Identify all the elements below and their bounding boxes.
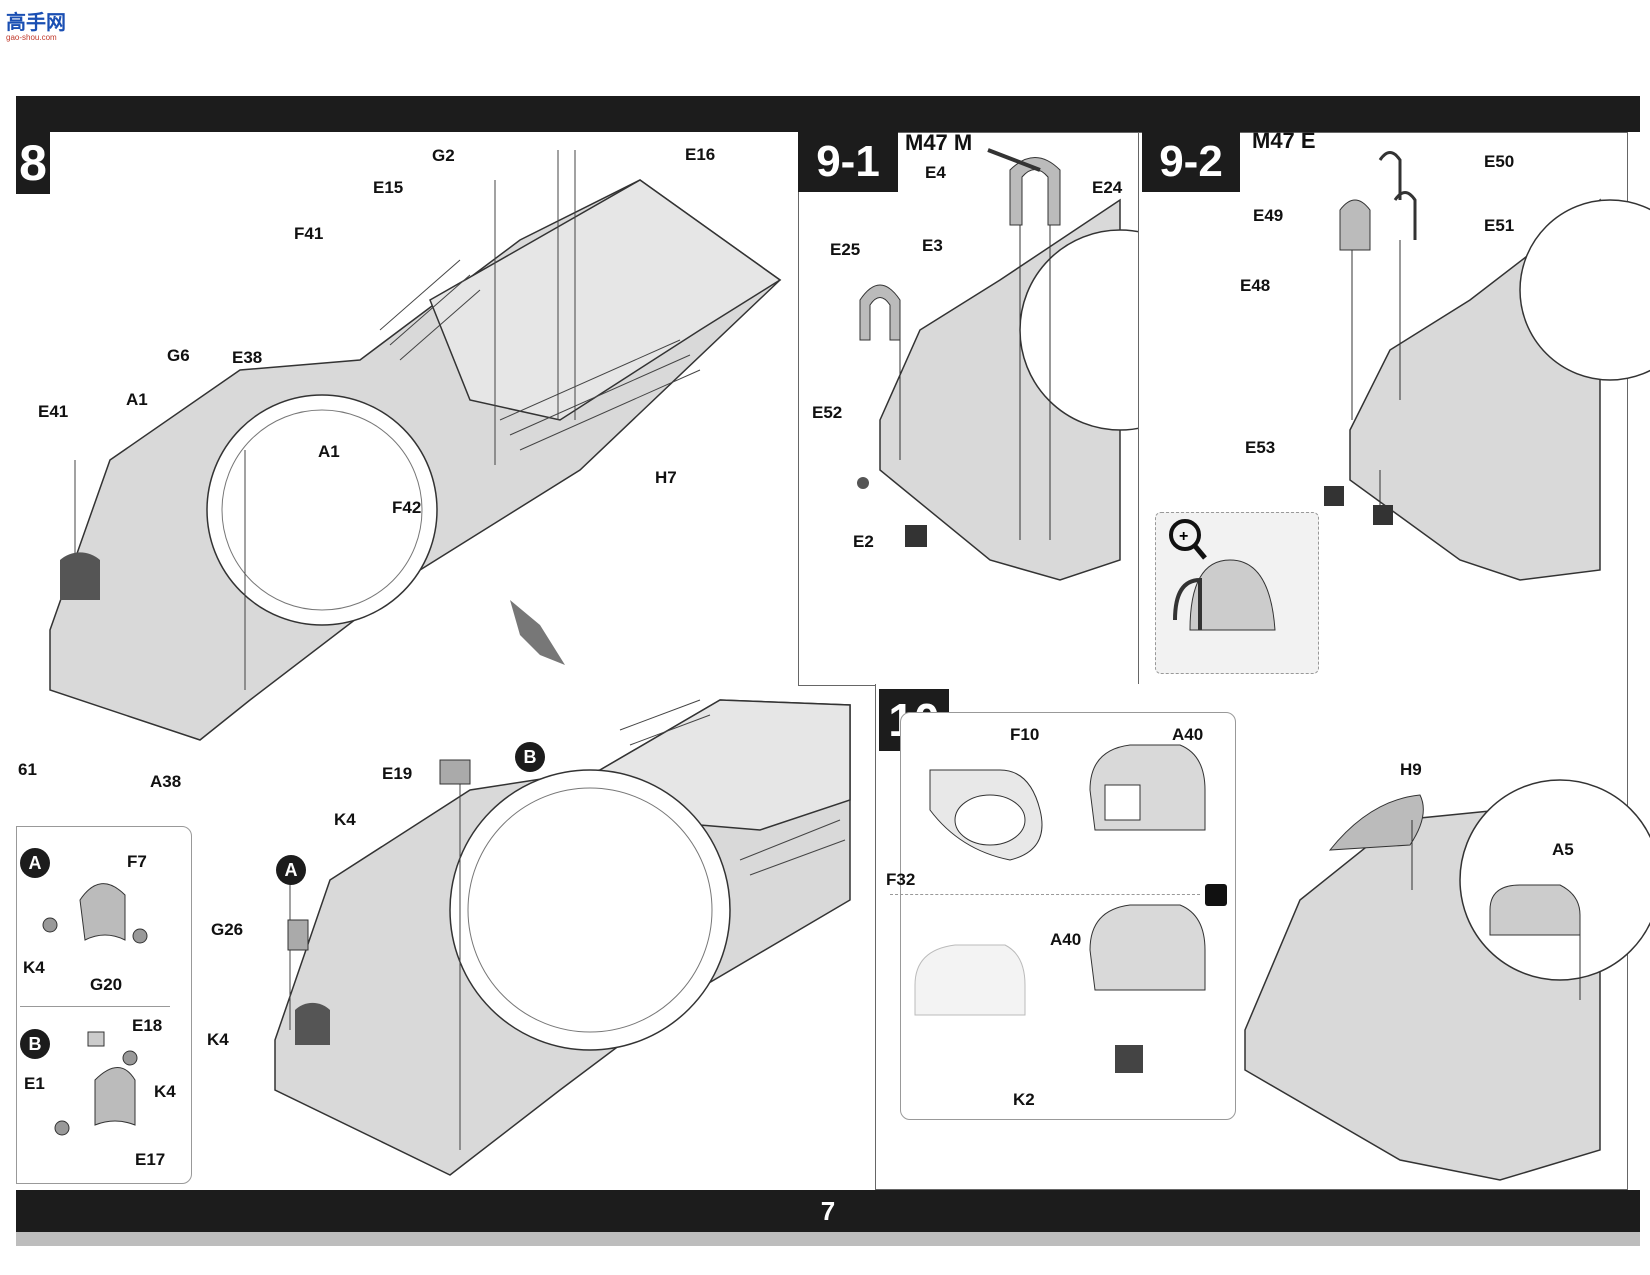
part-label: K2: [1013, 1090, 1035, 1109]
step-8-number: 8: [19, 135, 47, 191]
step-9-2-model: M47 E: [1252, 128, 1316, 153]
part-label: E38: [232, 348, 263, 367]
part-label: E25: [830, 240, 861, 259]
part-label: G6: [167, 346, 190, 365]
part-label: E19: [382, 764, 413, 783]
callout-a-badge: A: [276, 855, 306, 885]
step-9-1-number: 9-1: [816, 137, 880, 186]
part-label: G20: [90, 975, 123, 994]
callout-b-badge: B: [515, 742, 545, 772]
bottom-bar: 7: [16, 1190, 1640, 1232]
part-label: A1: [126, 390, 148, 409]
step-10-toggle-icon: [1205, 884, 1227, 906]
page-number: 7: [820, 1195, 836, 1226]
step-9-2-number: 9-2: [1159, 137, 1223, 186]
step-9-1-badge: 9-1: [798, 132, 898, 192]
part-label: E48: [1240, 276, 1271, 295]
part-label: E49: [1253, 206, 1284, 225]
bottom-shadow: [16, 1232, 1640, 1246]
part-label: K4: [23, 958, 45, 977]
detail-a-badge: A: [20, 848, 50, 878]
part-label: H7: [655, 468, 677, 487]
part-label: A40: [1050, 930, 1082, 949]
part-label: E15: [373, 178, 404, 197]
part-label: G2: [432, 146, 455, 165]
part-label: K4: [207, 1030, 229, 1049]
part-label: F42: [392, 498, 422, 517]
part-label: H9: [1400, 760, 1422, 779]
part-label: E24: [1092, 178, 1123, 197]
part-label: E4: [925, 163, 946, 182]
part-label: E51: [1484, 216, 1515, 235]
part-label: K4: [334, 810, 356, 829]
watermark-logo: 高手网 gao-shou.com: [6, 6, 66, 42]
part-label: E41: [38, 402, 69, 421]
part-label: A1: [318, 442, 340, 461]
part-label: E17: [135, 1150, 166, 1169]
part-label: F32: [886, 870, 916, 889]
part-label: F10: [1010, 725, 1040, 744]
part-label: E2: [853, 532, 874, 551]
part-label: F41: [294, 224, 324, 243]
part-label: F7: [127, 852, 147, 871]
part-label: E53: [1245, 438, 1276, 457]
step-8-badge: 8: [16, 132, 50, 194]
zoom-plus-icon: +: [1179, 528, 1188, 545]
step-9-1-model: M47 M: [905, 130, 973, 155]
part-label: A5: [1552, 840, 1574, 859]
part-label: A38: [150, 772, 182, 791]
part-label: E18: [132, 1016, 163, 1035]
detail-b-badge: B: [20, 1029, 50, 1059]
part-label: E50: [1484, 152, 1515, 171]
step-10-dashed-divider: [890, 894, 1200, 895]
watermark-subtext: gao-shou.com: [6, 33, 57, 42]
part-label: G26: [211, 920, 244, 939]
top-bar: [16, 96, 1640, 132]
part-label: A40: [1172, 725, 1204, 744]
part-label: E1: [24, 1074, 45, 1093]
part-label: E16: [685, 145, 716, 164]
watermark-text: 高手网: [6, 10, 66, 34]
part-label: E3: [922, 236, 943, 255]
step-9-2-badge: 9-2: [1142, 132, 1240, 192]
detail-divider: [20, 1006, 170, 1007]
part-label: 61: [18, 760, 37, 779]
part-label: E52: [812, 403, 843, 422]
part-label: K4: [154, 1082, 176, 1101]
